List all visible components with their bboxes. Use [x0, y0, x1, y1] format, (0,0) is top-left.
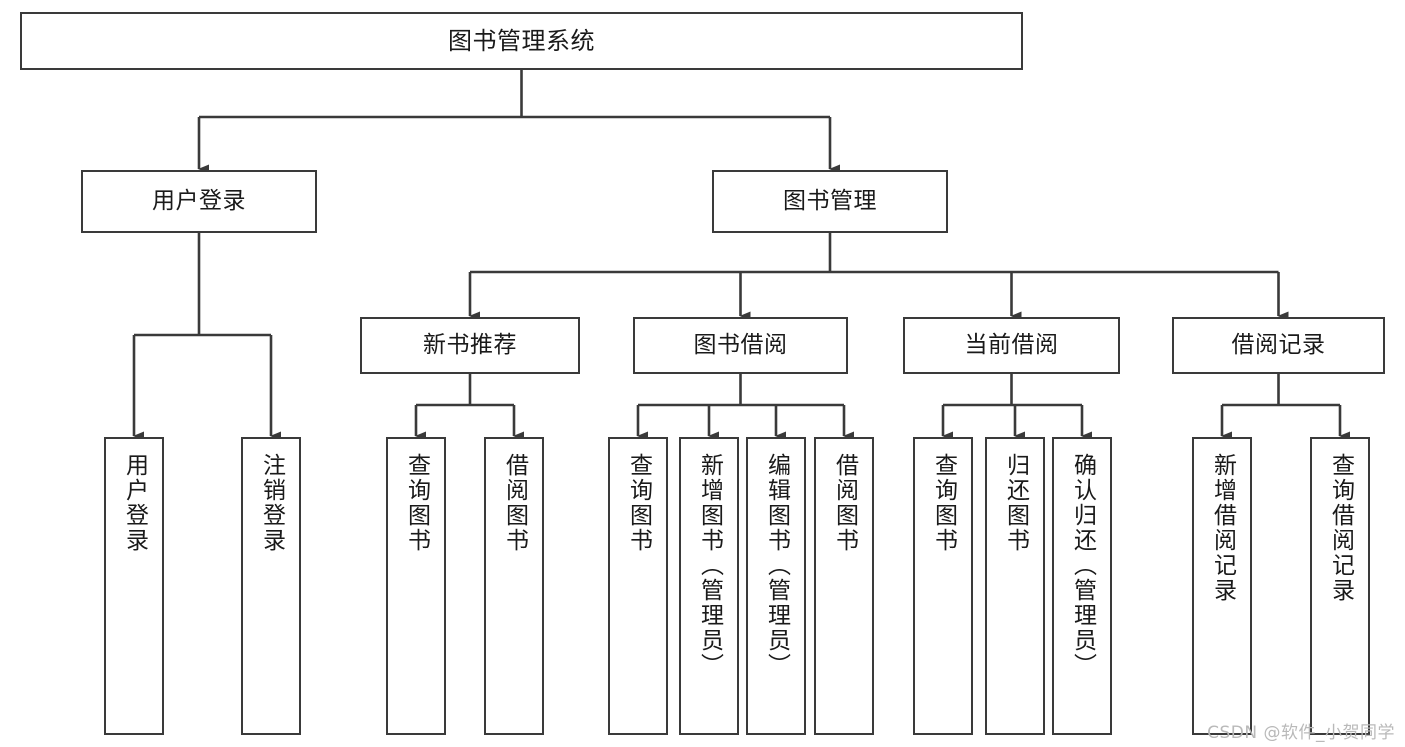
node-label: 当前借阅: [964, 331, 1059, 358]
node-label: 新增借阅记录: [1209, 453, 1236, 603]
leaf-return-book[interactable]: 归还图书: [985, 437, 1045, 735]
node-borrow-records[interactable]: 借阅记录: [1172, 317, 1385, 374]
node-label: 借阅图书: [831, 453, 858, 553]
leaf-edit-book-admin[interactable]: 编辑图书（管理员）: [746, 437, 806, 735]
node-label: 归还图书: [1002, 453, 1029, 553]
leaf-query-books-recommend[interactable]: 查询图书: [386, 437, 446, 735]
leaf-query-books-current[interactable]: 查询图书: [913, 437, 973, 735]
leaf-add-borrow-record[interactable]: 新增借阅记录: [1192, 437, 1252, 735]
node-label: 用户登录: [152, 187, 246, 214]
node-label: 新书推荐: [423, 331, 517, 358]
node-label: 新增图书（管理员）: [696, 453, 723, 678]
node-book-management[interactable]: 图书管理: [712, 170, 948, 233]
leaf-borrow-book[interactable]: 借阅图书: [814, 437, 874, 735]
leaf-add-book-admin[interactable]: 新增图书（管理员）: [679, 437, 739, 735]
node-label: 图书管理系统: [448, 26, 595, 55]
node-new-book-recommend[interactable]: 新书推荐: [360, 317, 580, 374]
leaf-query-books-borrow[interactable]: 查询图书: [608, 437, 668, 735]
node-current-borrow[interactable]: 当前借阅: [903, 317, 1120, 374]
node-label: 注销登录: [258, 453, 285, 553]
node-book-borrow[interactable]: 图书借阅: [633, 317, 848, 374]
node-label: 查询图书: [403, 453, 430, 553]
node-root[interactable]: 图书管理系统: [20, 12, 1023, 70]
node-label: 查询图书: [930, 453, 957, 553]
leaf-borrow-books-recommend[interactable]: 借阅图书: [484, 437, 544, 735]
node-label: 确认归还（管理员）: [1069, 453, 1096, 678]
node-label: 查询借阅记录: [1327, 453, 1354, 603]
node-label: 借阅记录: [1231, 331, 1326, 358]
node-user-login[interactable]: 用户登录: [81, 170, 317, 233]
node-label: 用户登录: [121, 453, 148, 553]
leaf-logout[interactable]: 注销登录: [241, 437, 301, 735]
leaf-user-login[interactable]: 用户登录: [104, 437, 164, 735]
leaf-query-borrow-record[interactable]: 查询借阅记录: [1310, 437, 1370, 735]
node-label: 图书借阅: [693, 331, 788, 358]
node-label: 借阅图书: [501, 453, 528, 553]
watermark: CSDN @软件_小贺同学: [1207, 723, 1395, 743]
node-label: 编辑图书（管理员）: [763, 453, 790, 678]
leaf-confirm-return-admin[interactable]: 确认归还（管理员）: [1052, 437, 1112, 735]
node-label: 图书管理: [783, 187, 877, 214]
node-label: 查询图书: [625, 453, 652, 553]
